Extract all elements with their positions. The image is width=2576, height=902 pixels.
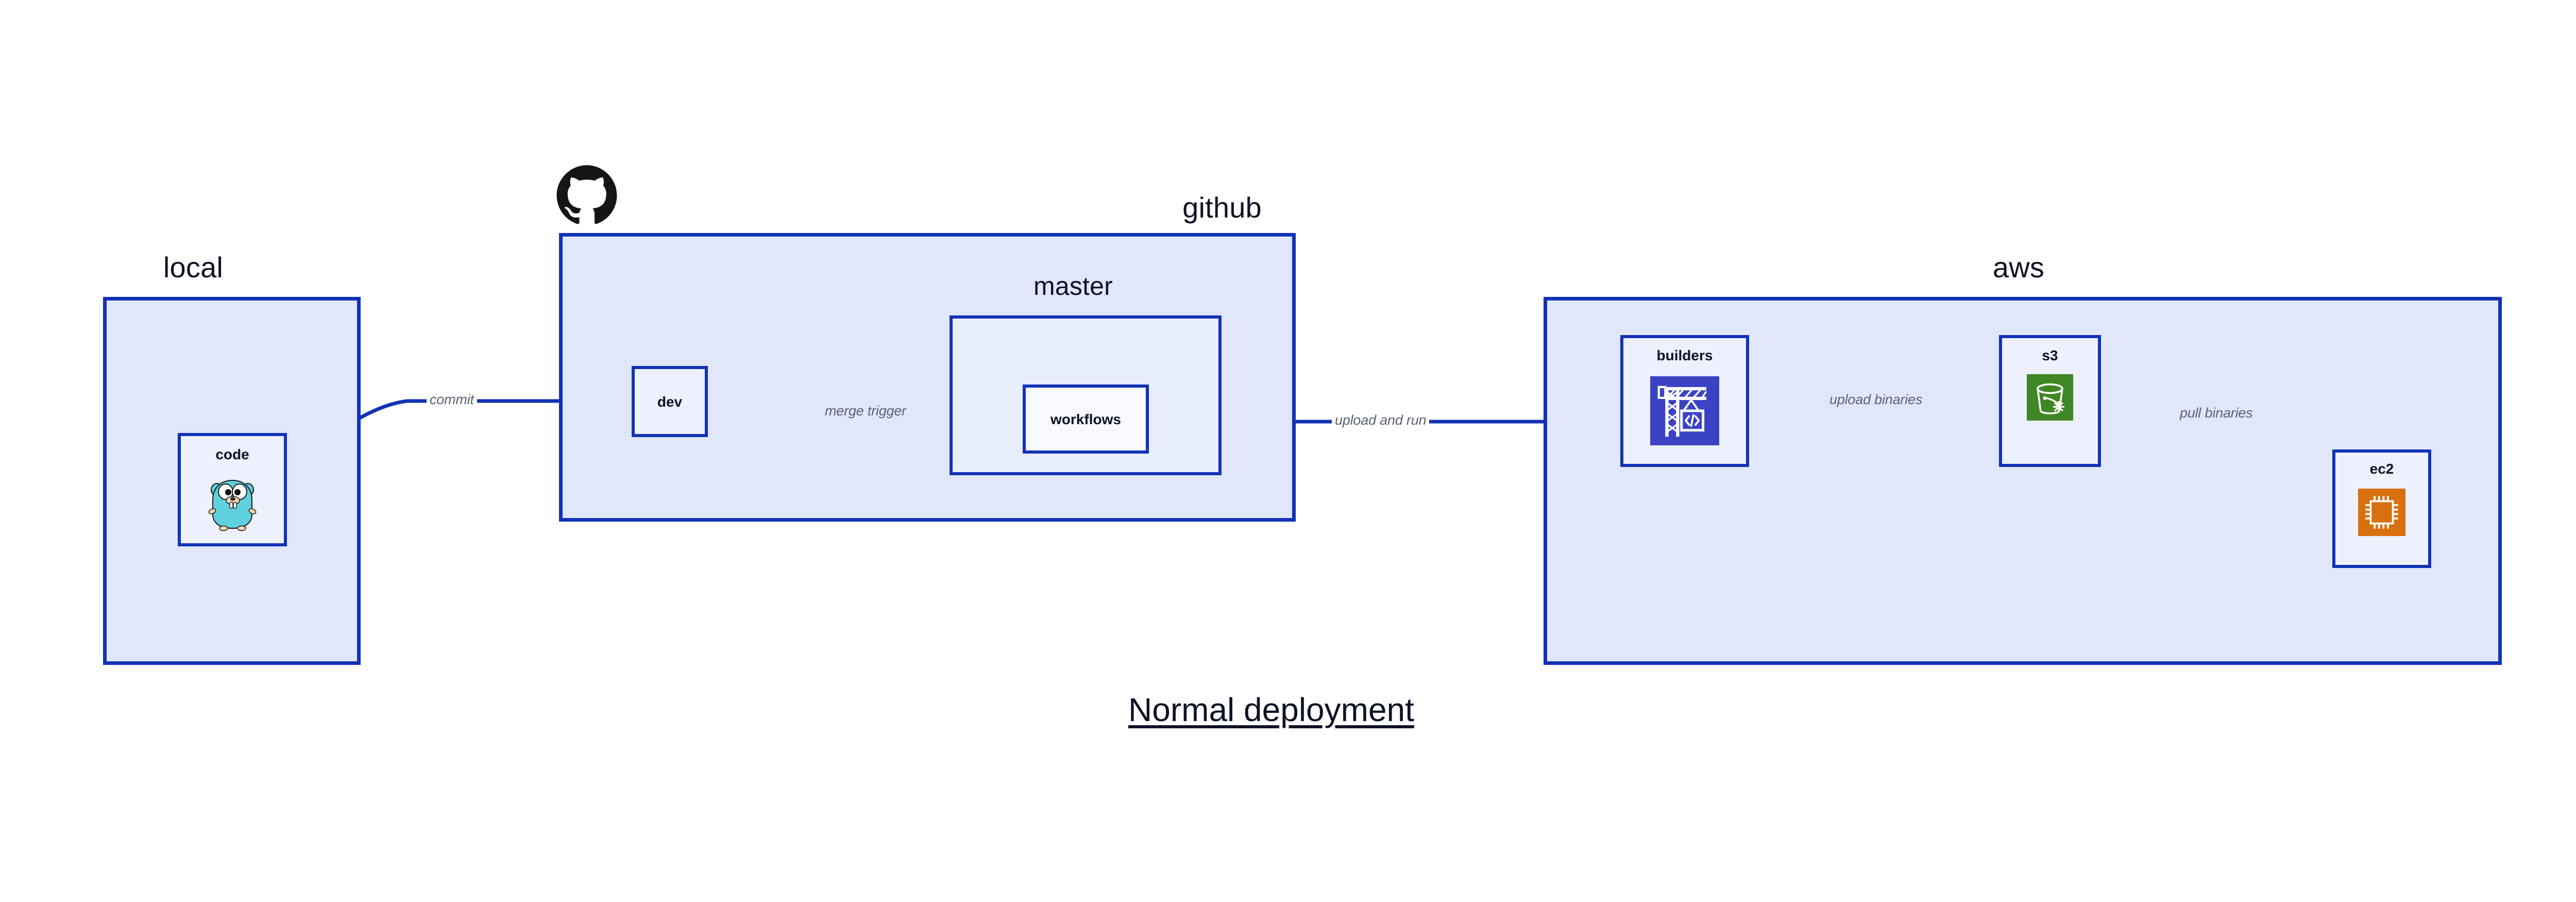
node-builders-label: builders xyxy=(1656,347,1713,363)
group-title-github: github xyxy=(1182,191,1262,224)
edge-label-pull-binaries: pull binaries xyxy=(2177,405,2256,421)
node-dev[interactable]: dev xyxy=(632,366,708,437)
edge-label-upload-and-run: upload and run xyxy=(1332,412,1430,428)
edge-label-commit: commit xyxy=(427,392,477,408)
diagram-title: Normal deployment xyxy=(1128,691,1414,728)
node-ec2-label: ec2 xyxy=(2369,461,2394,477)
node-builders[interactable]: builders xyxy=(1620,335,1749,467)
edge-label-merge-trigger: merge trigger xyxy=(822,403,909,419)
group-title-local: local xyxy=(163,251,224,283)
node-code-label: code xyxy=(215,446,249,462)
node-s3[interactable]: s3 xyxy=(1999,335,2101,467)
group-title-aws: aws xyxy=(1992,251,2045,283)
node-s3-label: s3 xyxy=(2042,347,2058,363)
edge-label-upload-binaries: upload binaries xyxy=(1826,392,1926,408)
node-code[interactable]: code xyxy=(178,433,287,546)
aws-s3-bucket-icon xyxy=(2027,374,2073,421)
go-gopher-icon xyxy=(208,476,257,531)
node-workflows-label: workflows xyxy=(1050,411,1121,427)
node-ec2[interactable]: ec2 xyxy=(2332,449,2431,568)
node-dev-label: dev xyxy=(657,394,683,410)
github-octocat-icon xyxy=(555,164,618,227)
node-workflows[interactable]: workflows xyxy=(1023,385,1149,454)
aws-codebuild-crane-icon xyxy=(1650,376,1719,445)
group-title-master: master xyxy=(1033,272,1113,300)
aws-ec2-chip-icon xyxy=(2358,489,2405,536)
